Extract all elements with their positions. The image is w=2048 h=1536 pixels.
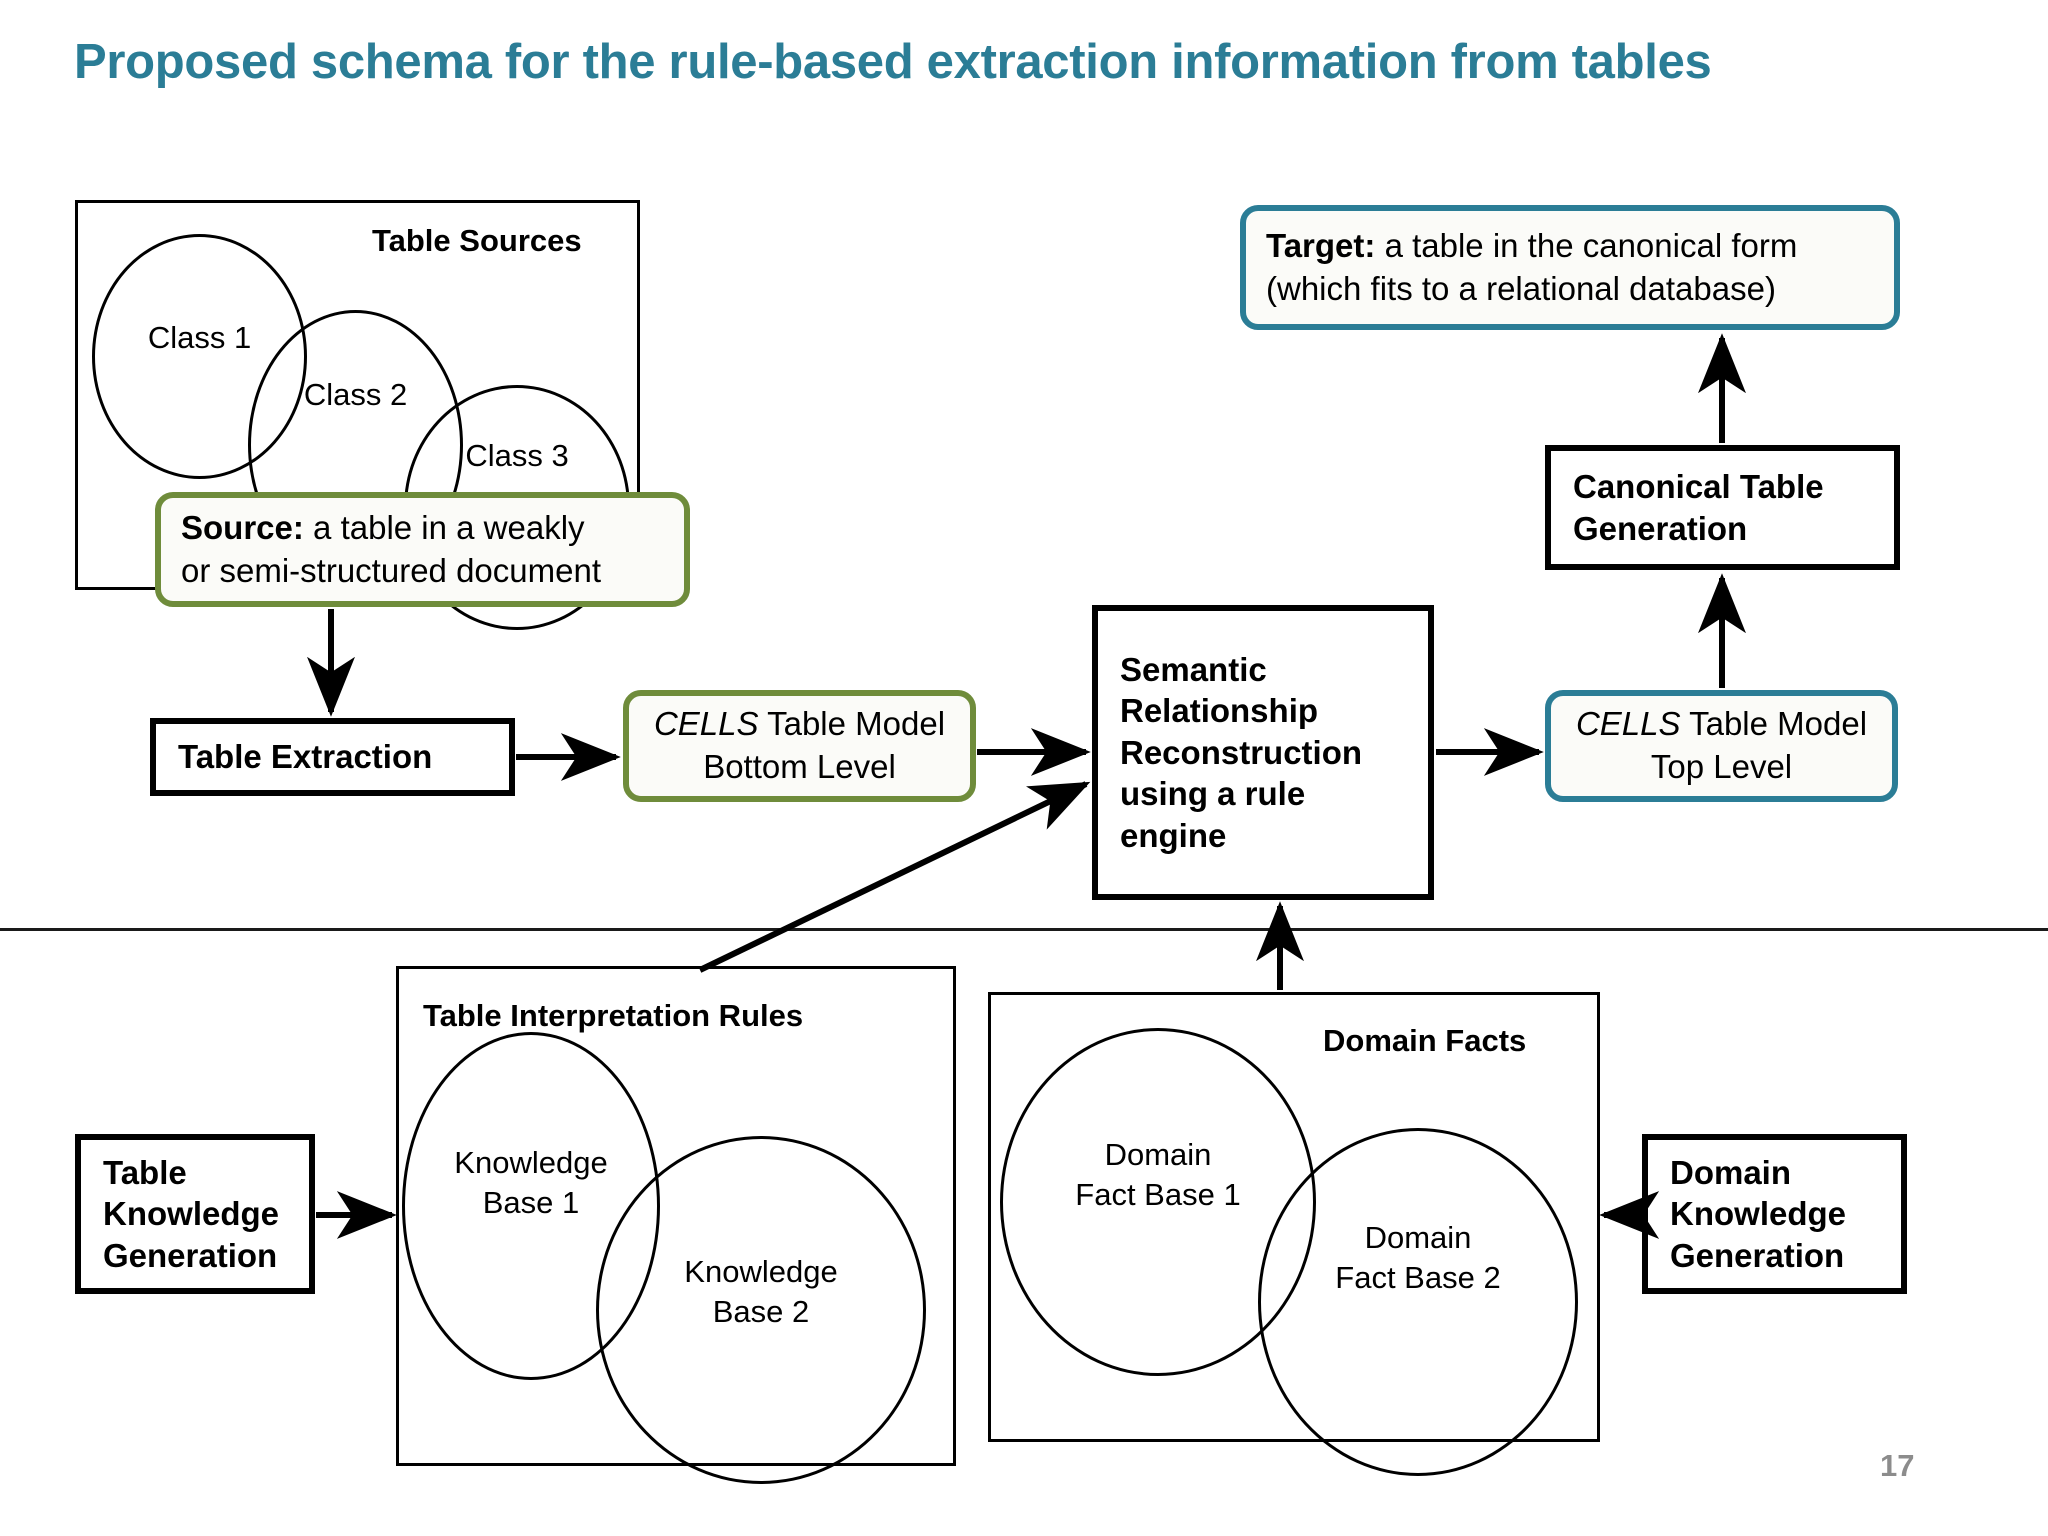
section-divider [0,928,2048,931]
source-callout: Source: a table in a weakly or semi-stru… [155,492,690,607]
domain-fact-base-2-ellipse [1258,1128,1578,1476]
semantic-reconstruction-text: Semantic Relationship Reconstruction usi… [1098,649,1362,857]
table-knowledge-generation-box: Table Knowledge Generation [75,1134,315,1294]
source-callout-bold: Source: [181,508,304,546]
canonical-line-2: Generation [1573,509,1748,547]
kb2-line2: Base 2 [712,1293,810,1329]
kb2-line1: Knowledge [684,1254,838,1289]
cells-bottom-italic: CELLS [653,705,759,743]
domain-fact-base-2-label: Domain Fact Base 2 [1258,1218,1578,1297]
domain-knowledge-generation-box: Domain Knowledge Generation [1642,1134,1907,1294]
dfb1-line1: Domain [1104,1137,1212,1172]
target-callout-line1-rest: a table in the canonical form [1375,226,1798,264]
semantic-line-2: Relationship [1120,692,1319,730]
kb1-line1: Knowledge [454,1145,608,1180]
cells-table-model-top-box: CELLS Table Model Top Level [1545,690,1898,802]
cells-bottom-text: CELLS Table Model Bottom Level [654,703,945,789]
table-extraction-box: Table Extraction [150,718,515,796]
source-callout-text: Source: a table in a weakly or semi-stru… [161,497,684,603]
domain-facts-label: Domain Facts [1323,1023,1527,1058]
target-callout-line2: (which fits to a relational database) [1266,269,1776,307]
kb1-line2: Base 1 [482,1184,580,1220]
class-3-label: Class 3 [465,438,569,473]
class-2-label: Class 2 [303,377,408,412]
target-callout: Target: a table in the canonical form (w… [1240,205,1900,330]
table-knowledge-generation-text: Table Knowledge Generation [81,1152,279,1277]
page-title: Proposed schema for the rule-based extra… [74,35,1712,89]
domain-knowledge-generation-text: Domain Knowledge Generation [1648,1152,1846,1277]
dkg-line-1: Domain [1670,1153,1792,1191]
target-callout-bold: Target: [1266,226,1376,264]
table-extraction-text: Table Extraction [178,738,433,776]
tkg-line-3: Generation [103,1236,278,1274]
cells-top-rest: Table Model [1680,705,1868,743]
cells-top-text: CELLS Table Model Top Level [1576,703,1867,789]
dfb2-line2: Fact Base 2 [1335,1259,1501,1295]
semantic-line-5: engine [1120,816,1227,854]
knowledge-base-1-label: Knowledge Base 1 [402,1143,660,1222]
knowledge-base-2-label: Knowledge Base 2 [596,1252,926,1331]
table-interpretation-rules-label: Table Interpretation Rules [423,998,804,1033]
dfb2-line1: Domain [1364,1220,1472,1255]
dkg-line-2: Knowledge [1670,1195,1847,1233]
source-callout-line2: or semi-structured document [181,551,601,589]
cells-bottom-line2: Bottom Level [703,748,896,785]
class-1-label: Class 1 [147,320,252,355]
domain-fact-base-1-label: Domain Fact Base 1 [1000,1135,1316,1214]
semantic-relationship-reconstruction-box: Semantic Relationship Reconstruction usi… [1092,605,1434,900]
cells-top-italic: CELLS [1575,705,1681,743]
cells-table-model-bottom-box: CELLS Table Model Bottom Level [623,690,976,802]
tkg-line-2: Knowledge [103,1195,280,1233]
cells-top-line2: Top Level [1650,748,1793,785]
tkg-line-1: Table [103,1153,187,1191]
semantic-line-4: using a rule [1120,775,1306,813]
target-callout-text: Target: a table in the canonical form (w… [1246,215,1894,321]
dfb1-line2: Fact Base 1 [1075,1176,1241,1212]
arrow-interpretation-rules-to-semantic [698,781,1091,973]
canonical-table-generation-text: Canonical Table Generation [1551,466,1824,549]
cells-bottom-rest: Table Model [758,705,946,743]
canonical-table-generation-box: Canonical Table Generation [1545,445,1900,570]
source-callout-line1-rest: a table in a weakly [303,508,585,546]
dkg-line-3: Generation [1670,1236,1845,1274]
table-sources-label: Table Sources [372,223,582,258]
page-number: 17 [1880,1448,1915,1483]
knowledge-base-2-ellipse [596,1136,926,1484]
canonical-line-1: Canonical Table [1573,467,1824,505]
semantic-line-3: Reconstruction [1120,733,1363,771]
semantic-line-1: Semantic [1120,650,1267,688]
